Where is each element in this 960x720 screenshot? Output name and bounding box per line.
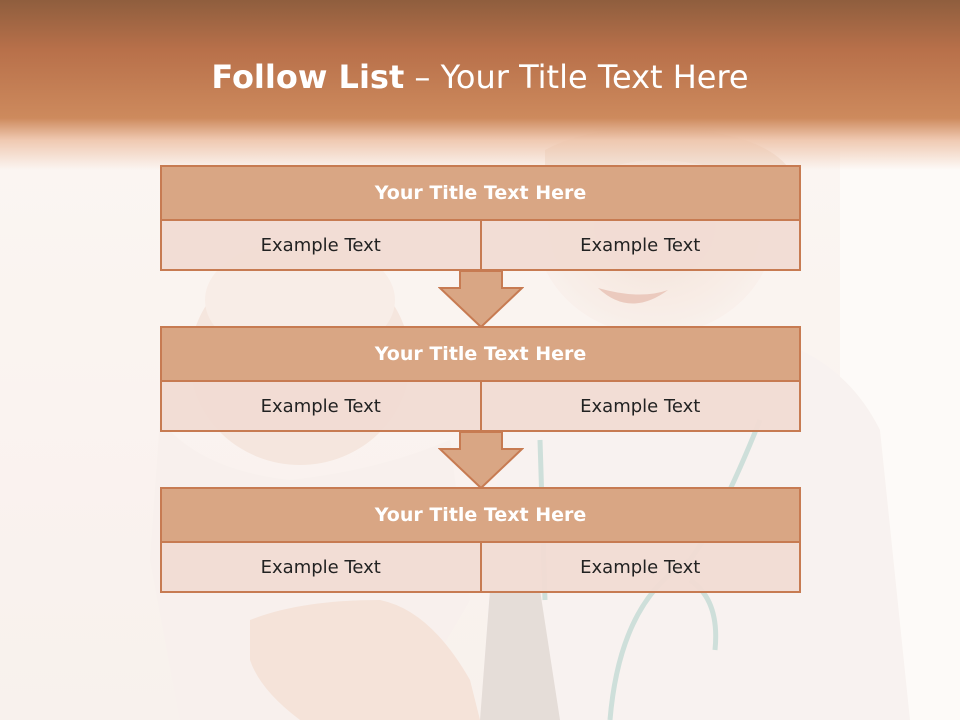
block-heading: Your Title Text Here xyxy=(160,165,801,221)
title-rest: – Your Title Text Here xyxy=(404,58,749,96)
title-bold: Follow List xyxy=(211,58,405,96)
down-arrow-icon xyxy=(438,270,524,329)
block-cell-left: Example Text xyxy=(160,382,482,432)
block-cell-left: Example Text xyxy=(160,221,482,271)
block-cell-right: Example Text xyxy=(481,543,801,593)
block-heading: Your Title Text Here xyxy=(160,326,801,382)
block-cell-right: Example Text xyxy=(481,382,801,432)
block-heading: Your Title Text Here xyxy=(160,487,801,543)
slide-title: Follow List – Your Title Text Here xyxy=(0,55,960,99)
title-band xyxy=(0,0,960,170)
block-cell-left: Example Text xyxy=(160,543,482,593)
down-arrow-icon xyxy=(438,431,524,490)
block-cell-right: Example Text xyxy=(481,221,801,271)
block-row: Example Text Example Text xyxy=(160,221,801,271)
block-row: Example Text Example Text xyxy=(160,382,801,432)
block-row: Example Text Example Text xyxy=(160,543,801,593)
